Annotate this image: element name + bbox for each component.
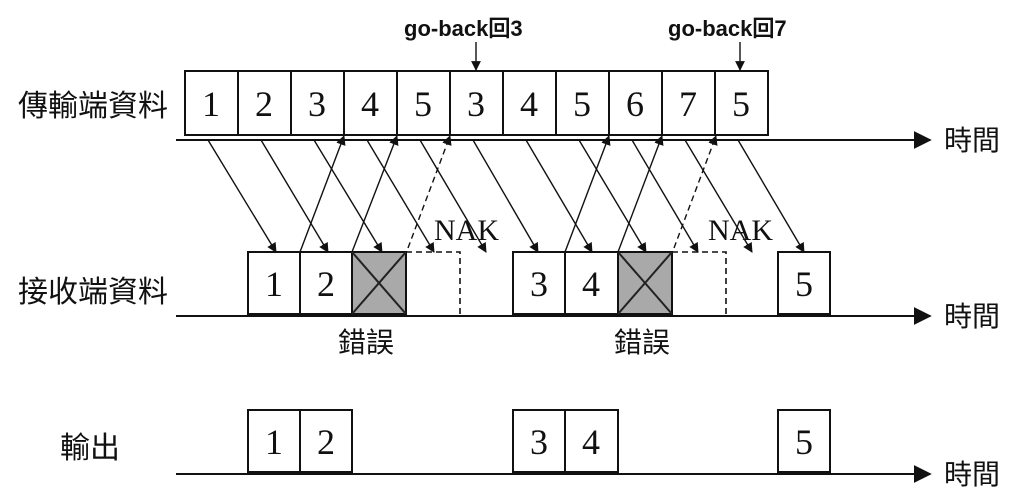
receiver-frames: 1 2 3 4 5 [247,251,831,315]
data-arrow [207,139,277,253]
output-frame-number: 1 [265,422,283,462]
receiver-frame-number: 1 [265,264,283,304]
receiver-frame-number: 5 [795,264,813,304]
ack-arrow [617,135,664,253]
sender-frame [396,70,451,136]
sender-frame-number: 5 [414,84,432,124]
receiver-frame [564,251,619,315]
data-arrow [737,139,805,253]
output-frames: 1 2 3 4 5 [247,409,831,473]
go-back-label-3: go-back回3 [404,16,523,41]
sender-frame-number: 7 [679,84,697,124]
sender-frame-number: 3 [467,84,485,124]
sender-frame-number: 2 [255,84,273,124]
go-back-label-7: go-back回7 [668,16,787,41]
output-frame-number: 3 [530,422,548,462]
error-cross-mark [351,251,407,315]
sender-frame [290,70,345,136]
output-frame-number: 4 [582,422,600,462]
discarded-slot [406,251,461,314]
data-arrow [525,139,593,253]
sender-frame-number: 4 [361,84,379,124]
sender-frame [502,70,557,136]
sender-frame-number: 5 [732,84,750,124]
ack-arrows [299,135,718,253]
ack-arrow [299,135,346,253]
sender-frames: 1 2 3 4 5 3 4 5 6 7 5 [184,70,769,136]
sender-frame-number: 3 [308,84,326,124]
nak-label-2: NAK [708,214,773,247]
ack-arrow [564,135,611,253]
sender-row-label: 傳輸端資料 [18,89,168,124]
ack-arrow [351,135,399,253]
discarded-slot [672,251,727,314]
data-arrow [260,139,329,253]
output-frame [777,409,831,473]
time-label-receiver: 時間 [944,300,1000,333]
time-label-output: 時間 [944,458,1000,491]
data-arrow [366,139,435,253]
receiver-frame-number: 4 [582,264,600,304]
sender-frame-number: 6 [626,84,644,124]
error-label-1: 錯誤 [338,326,394,359]
output-frame [299,409,353,473]
data-arrow [631,139,699,253]
receiver-frame-number: 2 [317,264,335,304]
data-arrow [684,139,753,253]
sender-frame [608,70,663,136]
output-frame [512,409,566,473]
output-frame-number: 2 [317,422,335,462]
error-cross-mark [617,251,673,315]
data-arrows [207,139,805,253]
data-arrow [313,139,383,253]
output-frame-number: 5 [795,422,813,462]
output-frame [564,409,619,473]
receiver-row-label: 接收端資料 [18,275,168,310]
data-arrow [472,139,539,253]
data-arrow [419,139,487,253]
receiver-frame [777,251,831,315]
error-label-2: 錯誤 [614,326,670,359]
time-label-sender: 時間 [944,124,1000,157]
sender-frame-number: 5 [573,84,591,124]
output-row-label: 輸出 [60,431,120,466]
sender-frame-number: 1 [202,84,220,124]
receiver-frame [299,251,353,315]
sender-frame-number: 4 [520,84,538,124]
data-arrow [578,139,647,253]
sender-frame [714,70,769,136]
receiver-frame-number: 3 [530,264,548,304]
